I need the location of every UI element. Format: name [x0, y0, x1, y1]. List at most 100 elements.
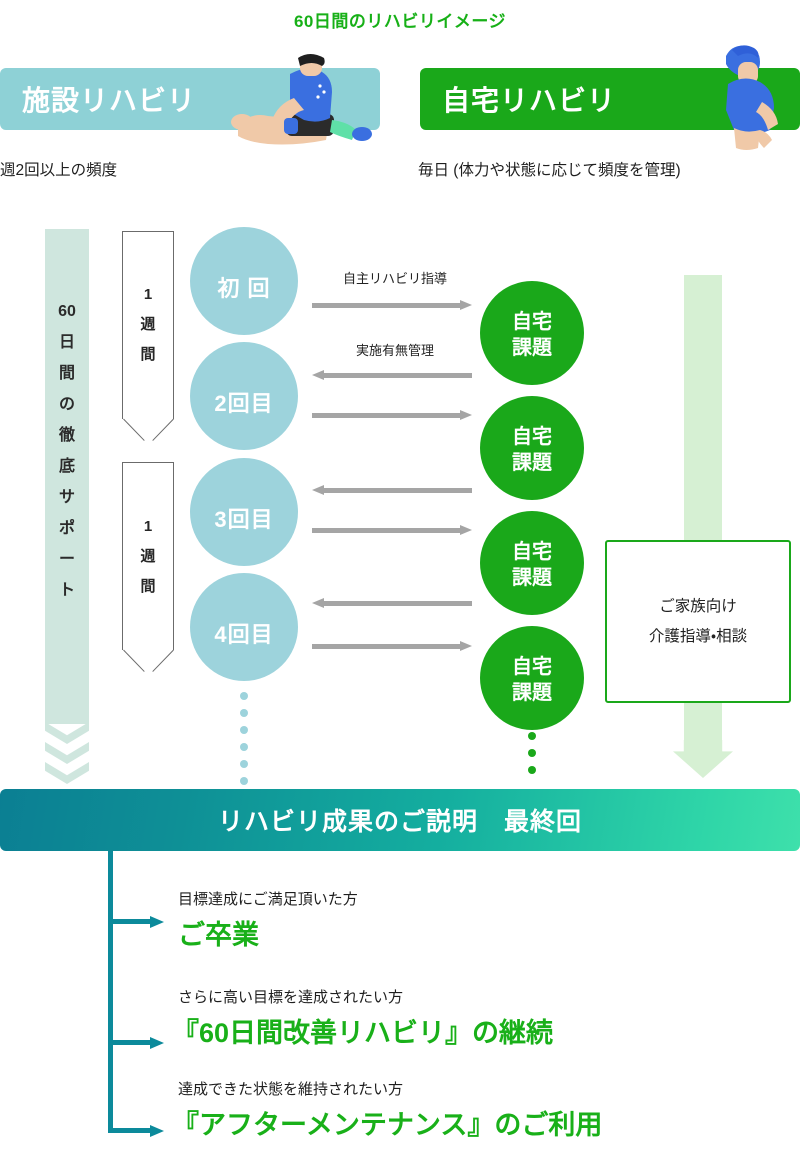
facility-rehab-banner: 施設リハビリ	[0, 68, 380, 130]
outcome-item-2: さらに高い目標を達成されたい方 『60日間改善リハビリ』の継続	[172, 986, 553, 1050]
session-circle-2: 2回目	[190, 342, 298, 450]
outcome-3-condition: 達成できた状態を維持されたい方	[178, 1081, 404, 1098]
week-1-line-2: 間	[140, 346, 156, 363]
week-marker-tip-2	[122, 650, 174, 676]
session-label-3: 3回目	[214, 507, 274, 532]
dot	[240, 726, 248, 734]
flow-arrow-1-head	[460, 300, 472, 310]
support-bar-label: 60 日 間 の 徹 底 サ ポ ー ト	[45, 296, 89, 606]
dot	[240, 743, 248, 751]
week-marker-tip-1	[122, 419, 174, 445]
flow-arrow-5-right	[312, 525, 472, 535]
homework-3-line-2: 課題	[512, 567, 552, 589]
home-rehab-banner: 自宅リハビリ	[420, 68, 800, 130]
continuous-support-flow-arrowhead	[673, 740, 733, 778]
outcome-2-condition: さらに高い目標を達成されたい方	[178, 989, 404, 1006]
homework-label-2: 自宅 課題	[512, 424, 552, 476]
flow-arrow-1-right	[312, 300, 472, 310]
support-char-4: 徹	[58, 427, 75, 444]
session-circle-1: 初 回	[190, 227, 298, 335]
results-banner-label: リハビリ成果のご説明 最終回	[217, 808, 582, 836]
week-2-line-0: 1	[143, 518, 153, 535]
support-char-3: の	[58, 396, 75, 413]
homework-label-4: 自宅 課題	[512, 654, 552, 706]
session-continuation-dots	[240, 692, 248, 794]
week-marker-box-1	[122, 231, 174, 419]
week-marker-box-2	[122, 462, 174, 650]
session-label-2: 2回目	[214, 391, 274, 416]
support-char-7: ポ	[58, 520, 75, 537]
homework-4-line-2: 課題	[512, 682, 552, 704]
facility-rehab-label: 施設リハビリ	[22, 85, 197, 116]
dot	[240, 777, 248, 785]
family-guidance-line-2: 介護指導・相談	[648, 627, 748, 645]
outcome-item-3: 達成できた状態を維持されたい方 『アフターメンテナンス』のご利用	[172, 1078, 602, 1142]
flow-arrow-label-1: 自主リハビリ指導	[342, 271, 447, 286]
session-label-4: 4回目	[214, 622, 274, 647]
support-bar-chevron-2	[45, 742, 89, 764]
flow-arrow-2-head	[312, 370, 324, 380]
homework-label-1: 自宅 課題	[512, 309, 552, 361]
homework-1-line-1: 自宅	[512, 311, 552, 333]
week-marker-label-1: 1 週 間	[122, 280, 174, 370]
flow-arrow-3-right	[312, 410, 472, 420]
week-2-line-1: 週	[140, 548, 156, 565]
dot	[528, 749, 536, 757]
week-marker-label-2: 1 週 間	[122, 512, 174, 602]
support-char-9: ト	[58, 582, 75, 599]
outcome-1-condition: 目標達成にご満足頂いた方	[178, 891, 358, 908]
flow-arrow-6-head	[312, 598, 324, 608]
support-char-5: 底	[58, 458, 75, 475]
dot	[528, 732, 536, 740]
page-title: 60日間のリハビリイメージ	[293, 12, 507, 31]
session-circle-3: 3回目	[190, 458, 298, 566]
support-bar-chevron-3	[45, 762, 89, 784]
outcome-arrow-3-shaft	[108, 1128, 152, 1133]
week-2-line-2: 間	[140, 578, 156, 595]
session-circle-4: 4回目	[190, 573, 298, 681]
dot	[240, 760, 248, 768]
homework-circle-2: 自宅 課題	[480, 396, 584, 500]
family-guidance-box: ご家族向け 介護指導・相談	[605, 540, 791, 703]
flow-arrow-3-shaft	[312, 413, 461, 418]
family-guidance-line-1: ご家族向け	[659, 597, 737, 615]
outcome-2-result: 『60日間改善リハビリ』の継続	[172, 1018, 554, 1048]
homework-label-3: 自宅 課題	[512, 539, 552, 591]
homework-4-line-1: 自宅	[512, 656, 552, 678]
homework-circle-4: 自宅 課題	[480, 626, 584, 730]
outcome-arrow-2-head	[150, 1037, 164, 1049]
homework-2-line-1: 自宅	[512, 426, 552, 448]
support-duration-bar	[45, 229, 89, 724]
homework-continuation-dots	[528, 732, 536, 783]
flow-arrow-7-shaft	[312, 644, 461, 649]
flow-arrow-4-shaft	[323, 488, 472, 493]
flow-arrow-1-shaft	[312, 303, 461, 308]
home-rehab-label: 自宅リハビリ	[442, 85, 617, 116]
support-char-6: サ	[58, 489, 75, 506]
outcome-item-1: 目標達成にご満足頂いた方 ご卒業	[178, 888, 358, 952]
flow-arrow-4-left	[312, 485, 472, 495]
outcome-3-result: 『アフターメンテナンス』のご利用	[172, 1110, 603, 1140]
flow-arrow-7-head	[460, 641, 472, 651]
session-label-1: 初 回	[217, 276, 271, 301]
flow-arrow-label-2: 実施有無管理	[355, 343, 434, 358]
outcome-connector-line	[108, 851, 113, 1131]
outcome-arrow-3-head	[150, 1125, 164, 1137]
dot	[528, 766, 536, 774]
support-char-8: ー	[58, 551, 75, 568]
support-bar-chevron-1	[45, 722, 89, 744]
outcome-arrow-1-head	[150, 916, 164, 928]
home-frequency-note: 毎日 (体力や状態に応じて頻度を管理)	[418, 162, 681, 179]
flow-arrow-4-head	[312, 485, 324, 495]
flow-arrow-2-shaft	[323, 373, 472, 378]
flow-arrow-6-shaft	[323, 601, 472, 606]
outcome-1-result: ご卒業	[178, 920, 259, 950]
week-1-line-0: 1	[143, 286, 153, 303]
flow-arrow-7-right	[312, 641, 472, 651]
flow-arrow-3-head	[460, 410, 472, 420]
homework-2-line-2: 課題	[512, 452, 552, 474]
week-1-line-1: 週	[140, 316, 156, 333]
outcome-arrow-2-shaft	[108, 1040, 152, 1045]
flow-arrow-2-left	[312, 370, 472, 380]
